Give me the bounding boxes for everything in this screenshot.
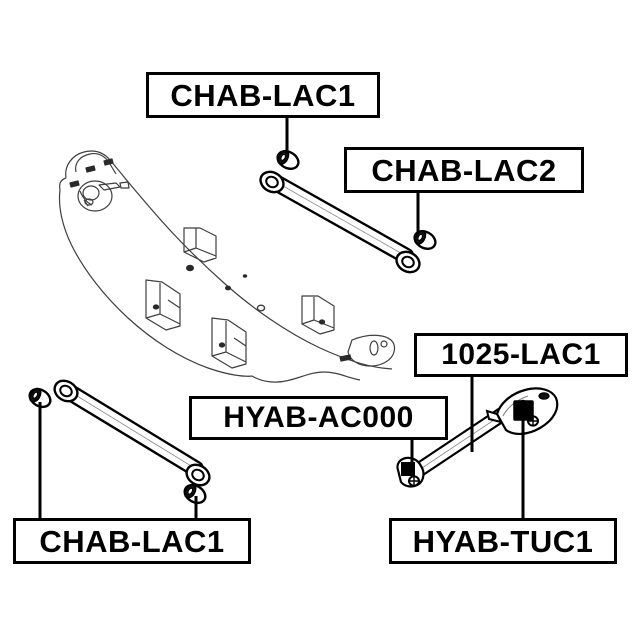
leader-lines — [38, 118, 525, 518]
part-label-text: CHAB-LAC1 — [39, 523, 225, 559]
trailing-arm-part — [396, 387, 559, 488]
part-label-chab-lac1-top[interactable]: CHAB-LAC1 — [146, 72, 380, 118]
crossmember-part — [58, 150, 396, 383]
part-label-1025-lac1[interactable]: 1025-LAC1 — [414, 333, 628, 377]
part-label-text: HYAB-TUC1 — [412, 523, 594, 559]
part-label-chab-lac1-bottom[interactable]: CHAB-LAC1 — [13, 518, 251, 564]
part-label-hyab-tuc1[interactable]: HYAB-TUC1 — [389, 518, 617, 564]
upper-lateral-rod-outer-bushing — [410, 226, 440, 254]
lower-lateral-rod-part — [25, 375, 215, 508]
part-label-hyab-ac000[interactable]: HYAB-AC000 — [189, 396, 448, 440]
part-label-text: 1025-LAC1 — [441, 338, 601, 371]
part-label-text: CHAB-LAC2 — [371, 152, 557, 188]
part-label-chab-lac2[interactable]: CHAB-LAC2 — [344, 147, 584, 193]
part-label-text: CHAB-LAC1 — [170, 77, 356, 113]
trailing-arm-front-bushing — [396, 456, 425, 488]
part-label-text: HYAB-AC000 — [223, 401, 414, 434]
upper-lateral-rod-part — [255, 146, 440, 278]
